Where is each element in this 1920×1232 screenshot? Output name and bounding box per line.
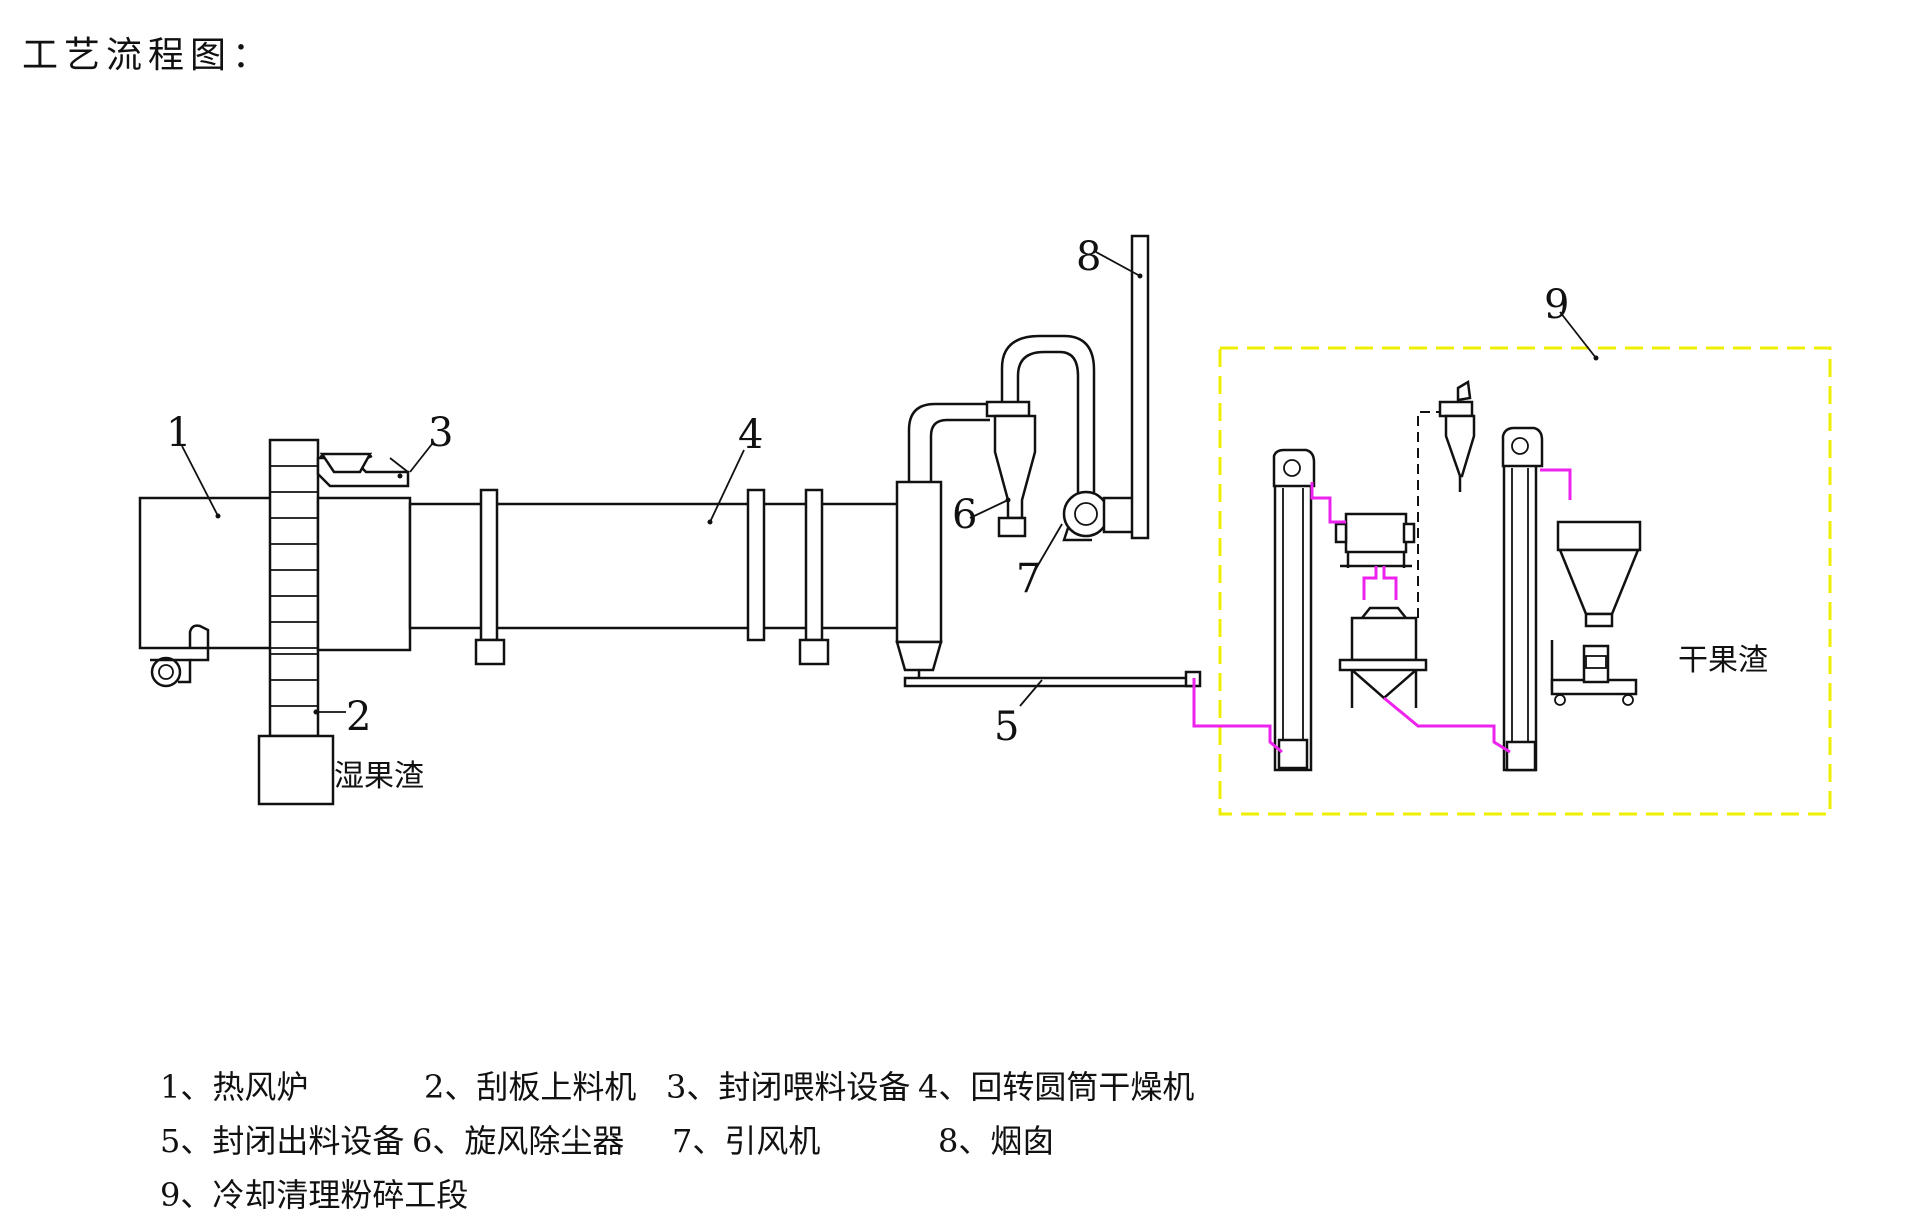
label-5: 5 bbox=[994, 704, 1019, 750]
label-wet-pomace: 湿果渣 bbox=[334, 759, 424, 794]
page-title: 工艺流程图： bbox=[22, 35, 275, 76]
label-8: 8 bbox=[1076, 234, 1101, 280]
small-cyclone bbox=[1438, 379, 1476, 492]
chimney bbox=[1130, 234, 1150, 540]
fan-inlet-duct bbox=[1000, 334, 1096, 500]
legend-item-9: 9、冷却清理粉碎工段 bbox=[160, 1176, 469, 1214]
legend-item-4: 4、回转圆筒干燥机 bbox=[918, 1068, 1195, 1106]
hot-air-furnace bbox=[138, 496, 274, 688]
exhaust-duct bbox=[907, 402, 990, 482]
dust-line bbox=[1417, 411, 1440, 618]
legend-item-8: 8、烟囱 bbox=[938, 1122, 1055, 1160]
bucket-elevator-right bbox=[1501, 426, 1544, 772]
sealed-feeder bbox=[316, 452, 410, 488]
legend-item-3: 3、封闭喂料设备 bbox=[666, 1068, 911, 1106]
label-3: 3 bbox=[428, 410, 453, 456]
legend-item-2: 2、刮板上料机 bbox=[424, 1068, 637, 1106]
legend-item-1: 1、热风炉 bbox=[160, 1068, 309, 1106]
scraper-loader bbox=[257, 438, 335, 806]
legend-item-5: 5、封闭出料设备 bbox=[160, 1122, 405, 1160]
discharge-hood bbox=[895, 480, 943, 680]
label-7: 7 bbox=[1016, 556, 1041, 602]
label-1: 1 bbox=[166, 410, 191, 456]
conveyor-links bbox=[1192, 468, 1572, 754]
label-9: 9 bbox=[1544, 282, 1569, 328]
leader-lines bbox=[181, 251, 1599, 715]
rotary-drum-dryer bbox=[316, 488, 900, 666]
legend-item-7: 7、引风机 bbox=[672, 1122, 821, 1160]
cooling-cleaning-crushing-section bbox=[1218, 346, 1832, 816]
label-6: 6 bbox=[952, 492, 977, 538]
legend-item-6: 6、旋风除尘器 bbox=[412, 1122, 625, 1160]
induced-draft-fan bbox=[1062, 490, 1138, 542]
label-2: 2 bbox=[346, 694, 371, 740]
label-4: 4 bbox=[738, 412, 763, 458]
label-dry-pomace: 干果渣 bbox=[1678, 643, 1768, 678]
bucket-elevator-left bbox=[1272, 448, 1316, 772]
cooler bbox=[1334, 512, 1416, 568]
storage-hopper bbox=[1556, 520, 1642, 628]
sealed-discharge-conveyor bbox=[903, 670, 1202, 688]
crusher bbox=[1338, 606, 1428, 708]
packing-machine bbox=[1550, 640, 1638, 706]
cyclone-dust-collector bbox=[985, 400, 1037, 538]
